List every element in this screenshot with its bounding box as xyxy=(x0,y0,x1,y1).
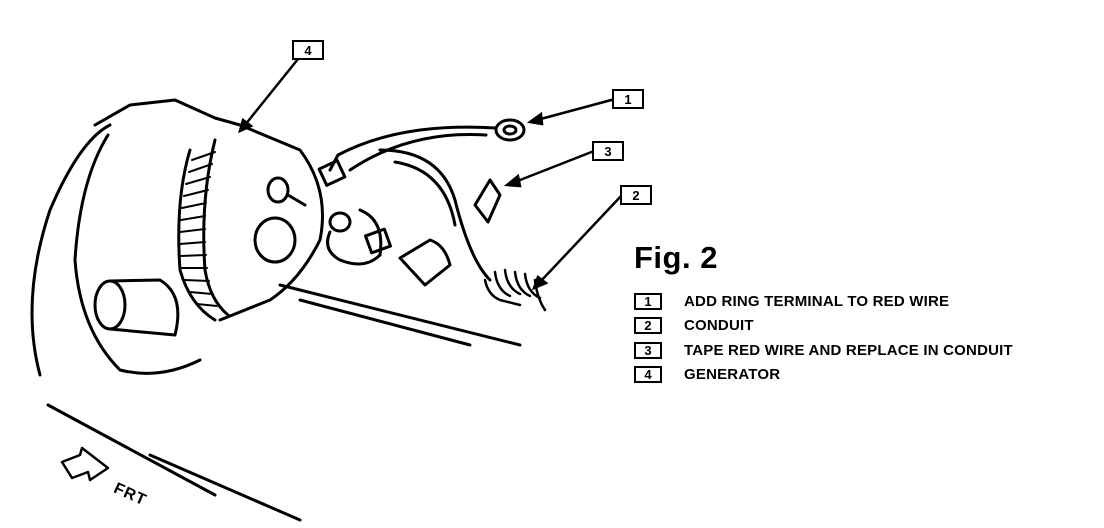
leader-arrow-3 xyxy=(514,149,595,184)
engine-block-outline xyxy=(30,123,112,377)
generator-pulley-shaft xyxy=(108,278,180,337)
generator-fan-inner xyxy=(177,148,217,322)
legend-number-box: 4 xyxy=(634,366,662,383)
callout-4: 4 xyxy=(292,40,324,60)
terminal-insulator xyxy=(398,238,452,287)
engine-ridge xyxy=(278,283,522,347)
legend-text: GENERATOR xyxy=(684,366,781,383)
generator-housing xyxy=(93,98,324,322)
terminal-nut xyxy=(364,227,392,255)
legend-number-box: 2 xyxy=(634,317,662,334)
red-wire-lower xyxy=(348,132,488,172)
figure-title: Fig. 2 xyxy=(634,240,718,275)
callout-3: 3 xyxy=(592,141,624,161)
legend-text: TAPE RED WIRE AND REPLACE IN CONDUIT xyxy=(684,341,1013,359)
generator-stud xyxy=(266,176,290,204)
ring-terminal-hole xyxy=(502,124,518,136)
callout-2: 2 xyxy=(620,185,652,205)
engine-lower-edge xyxy=(46,403,217,497)
generator-pulley-end xyxy=(93,279,127,331)
leader-arrow-1 xyxy=(536,97,616,122)
legend-item: 3 TAPE RED WIRE AND REPLACE IN CONDUIT xyxy=(634,338,1013,362)
ring-terminal xyxy=(494,118,526,142)
legend-item: 2 CONDUIT xyxy=(634,314,1013,338)
generator-fan-fins xyxy=(179,151,218,307)
engine-ridge-2 xyxy=(298,298,472,347)
leader-arrow-2 xyxy=(539,194,623,283)
front-direction-arrow-icon xyxy=(60,446,110,482)
legend-item: 4 GENERATOR xyxy=(634,363,1013,387)
legend-number-box: 1 xyxy=(634,292,662,310)
tape-wrap xyxy=(473,178,502,224)
legend-number-box: 3 xyxy=(634,341,662,359)
engine-lower-edge-2 xyxy=(148,453,302,522)
generator-fan-outer xyxy=(202,138,230,317)
callout-1: 1 xyxy=(612,89,644,109)
wire-to-conduit-2 xyxy=(393,160,457,227)
legend-text: ADD RING TERMINAL TO RED WIRE xyxy=(684,292,950,310)
battery-terminal-arm xyxy=(326,230,382,266)
legend-item: 1 ADD RING TERMINAL TO RED WIRE xyxy=(634,289,1013,313)
red-wire-upper xyxy=(328,125,498,172)
wire-to-conduit xyxy=(378,148,492,282)
generator-front-face xyxy=(73,133,202,375)
leader-arrow-4 xyxy=(244,58,299,126)
generator-rear-boss xyxy=(253,216,297,264)
legend-text: CONDUIT xyxy=(684,317,754,334)
wire-conduit xyxy=(483,268,547,312)
legend: 1 ADD RING TERMINAL TO RED WIRE 2 CONDUI… xyxy=(634,289,1013,387)
battery-terminal-eyelet xyxy=(328,211,352,233)
wire-connector xyxy=(317,159,347,187)
